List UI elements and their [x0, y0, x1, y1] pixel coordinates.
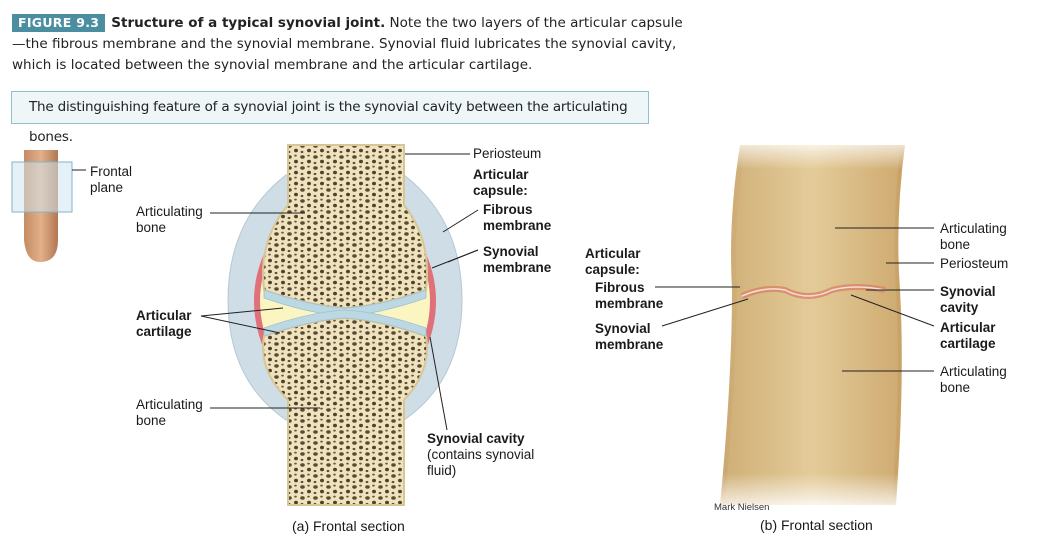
- fibrous-membrane-label-b: Fibrous membrane: [595, 280, 664, 311]
- articulating-bone-bottom-label-a: Articulating bone: [136, 397, 203, 428]
- photo-credit: Mark Nielsen: [714, 502, 770, 513]
- figure-caption-text: Note the two layers of the articular cap…: [12, 15, 683, 73]
- synovial-cavity-label-a: Synovial cavity: [427, 431, 525, 446]
- articular-capsule-label-b: Articular capsule:: [585, 246, 641, 277]
- periosteum-label-a: Periosteum: [473, 146, 542, 161]
- figure-number-badge: FIGURE 9.3: [12, 14, 106, 32]
- synovial-membrane-label-b: Synovial membrane: [595, 321, 664, 352]
- key-statement-box: The distinguishing feature of a synovial…: [11, 91, 649, 145]
- finger-inset: [11, 150, 86, 262]
- articulating-bone-top-label-a: Articulating bone: [136, 204, 203, 235]
- articular-capsule-label-a: Articular capsule:: [473, 167, 529, 198]
- articular-cartilage-label-b: Articular cartilage: [940, 320, 996, 351]
- fibrous-membrane-label-a: Fibrous membrane: [483, 202, 552, 233]
- periosteum-label-b: Periosteum: [940, 256, 1009, 271]
- articulating-bone-top-label-b: Articulating bone: [940, 221, 1007, 252]
- synovial-cavity-note-a: (contains synovial fluid): [427, 447, 535, 478]
- panel-a-subtitle: (a) Frontal section: [292, 518, 405, 534]
- figure-title: Structure of a typical synovial joint.: [111, 15, 386, 31]
- synovial-cavity-label-b: Synovial cavity: [940, 284, 996, 315]
- panel-a-joint-schematic: [200, 144, 479, 506]
- figure-caption: FIGURE 9.3 Structure of a typical synovia…: [12, 13, 692, 76]
- synovial-membrane-label-a: Synovial membrane: [483, 244, 552, 275]
- panel-b-joint-photo: [655, 140, 935, 510]
- articular-cartilage-label-a: Articular cartilage: [136, 308, 192, 339]
- articulating-bone-bottom-label-b: Articulating bone: [940, 364, 1007, 395]
- panel-b-subtitle: (b) Frontal section: [760, 517, 873, 533]
- inset-frontal-plane-label: Frontal plane: [90, 164, 133, 195]
